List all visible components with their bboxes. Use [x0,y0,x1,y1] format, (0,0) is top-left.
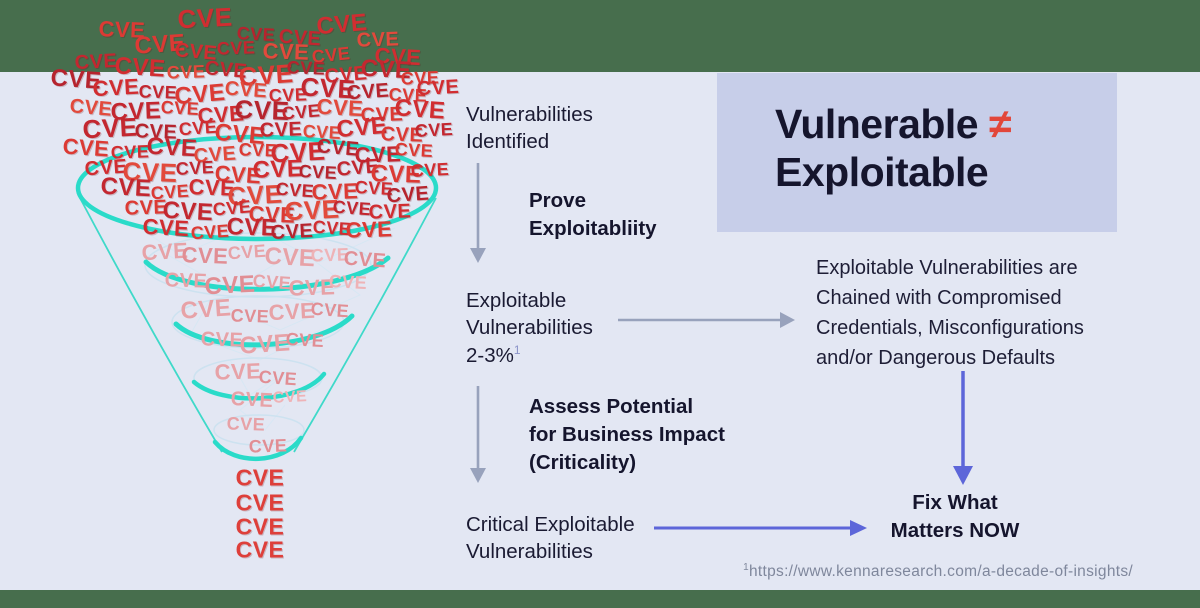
action-assess-impact: Assess Potential for Business Impact (Cr… [529,395,725,474]
arrow-down-1-head [470,248,486,263]
funnel-teal-rings [75,134,439,462]
arrow-right-gray-head [780,312,795,328]
footnote-link[interactable]: 1https://www.kennaresearch.com/a-decade-… [743,561,1133,581]
title-exploitable: Exploitable [775,148,989,195]
step-exploitable-footnote-ref: 1 [513,342,521,357]
fix-what-matters-label: Fix What Matters NOW [890,491,1020,543]
purple-arrows [654,371,973,536]
arrow-down-purple-head [953,466,973,485]
step-vulnerabilities-identified: Vulnerabilities Identified [466,103,593,154]
bottom-banner-strip [0,590,1200,608]
footnote-ref-number: 1 [743,561,749,573]
header-box: Vulnerable ≠Exploitable [717,73,1117,232]
title-vulnerable: Vulnerable [775,101,979,147]
action-prove-exploitability: Prove Exploitabliity [529,189,657,240]
footnote-url: https://www.kennaresearch.com/a-decade-o… [748,563,1133,580]
page-title: Vulnerable ≠Exploitable [775,101,1117,196]
chained-vulnerabilities-note: Exploitable Vulnerabilities are Chained … [816,257,1084,369]
funnel-ring-outlines [144,232,372,446]
funnel-mesh-lines [119,214,396,431]
gray-arrows [470,163,795,483]
funnel-cone-sides [79,197,437,453]
top-banner-strip [0,0,1200,72]
step-exploitable-vulnerabilities: Exploitable Vulnerabilities 2-3%1 [466,287,593,369]
arrow-down-2-head [470,468,486,483]
not-equal-symbol: ≠ [989,101,1012,147]
arrow-right-purple-head [850,520,867,536]
step-exploitable-text: Exploitable Vulnerabilities 2-3% [466,289,593,367]
step-critical-exploitable: Critical Exploitable Vulnerabilities [466,513,635,564]
